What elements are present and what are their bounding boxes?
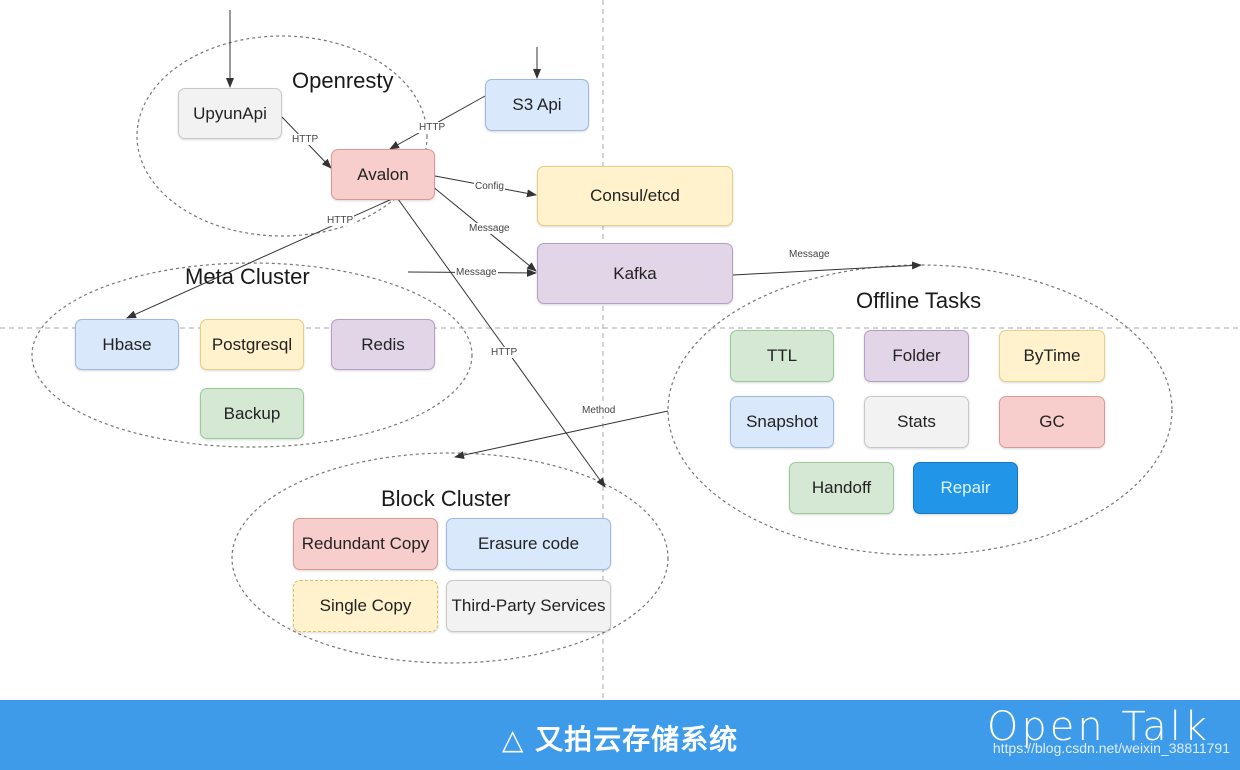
avalon-to-block-arrow [397, 198, 606, 488]
snapshot-node: Snapshot [730, 396, 834, 448]
kafka-node: Kafka [537, 243, 733, 304]
offline-tasks-outline [667, 264, 1173, 556]
open-talk-logo: Open Talk [986, 704, 1210, 750]
third-party-services-node: Third-Party Services [446, 580, 611, 632]
ttl-node: TTL [730, 330, 834, 382]
backup-node: Backup [200, 388, 304, 439]
erasure-code-node: Erasure code [446, 518, 611, 570]
block-cluster-outline [231, 452, 669, 664]
gc-node: GC [999, 396, 1105, 448]
redundant-copy-node: Redundant Copy [293, 518, 438, 570]
openresty-cluster-outline [136, 35, 428, 237]
kafka-to-offline-arrow [732, 261, 922, 276]
stats-node: Stats [864, 396, 969, 448]
offline-tasks-title: Offline Tasks [856, 288, 982, 313]
message-kafka-label: Message [468, 223, 511, 234]
meta-cluster-outline [31, 262, 473, 448]
handoff-node: Handoff [789, 462, 894, 514]
bytime-node: ByTime [999, 330, 1105, 382]
repair-node: Repair [913, 462, 1018, 514]
message-meta-label: Message [455, 267, 498, 278]
consul-etcd-node: Consul/etcd [537, 166, 733, 226]
avalon-node: Avalon [331, 149, 435, 200]
architecture-diagram: Openresty Meta Cluster Offline Tasks Blo… [0, 0, 1240, 700]
offline-to-block-arrow [454, 410, 669, 460]
upyunapi-node: UpyunApi [178, 88, 282, 139]
hbase-node: Hbase [75, 319, 179, 370]
openresty-cluster-title: Openresty [292, 68, 394, 93]
upyun-http-label: HTTP [291, 134, 320, 145]
redis-node: Redis [331, 319, 435, 370]
s3api-node: S3 Api [485, 79, 589, 131]
single-copy-node: Single Copy [293, 580, 438, 632]
footer-caption: △ 又拍云存储系统 [501, 723, 739, 756]
folder-node: Folder [864, 330, 969, 382]
http-block-label: HTTP [490, 347, 519, 358]
http-meta-label: HTTP [326, 215, 355, 226]
s3-http-label: HTTP [418, 122, 447, 133]
meta-cluster-title: Meta Cluster [185, 264, 310, 289]
method-label: Method [581, 405, 617, 416]
source-url: https://blog.csdn.net/weixin_38811791 [992, 740, 1230, 756]
diagram-lines [0, 0, 1240, 700]
config-label: Config [474, 181, 505, 192]
postgresql-node: Postgresql [200, 319, 304, 370]
footer-banner: △ 又拍云存储系统 Open Talk https://blog.csdn.ne… [0, 700, 1240, 770]
message-offline-label: Message [788, 249, 831, 260]
block-cluster-title: Block Cluster [381, 486, 511, 511]
